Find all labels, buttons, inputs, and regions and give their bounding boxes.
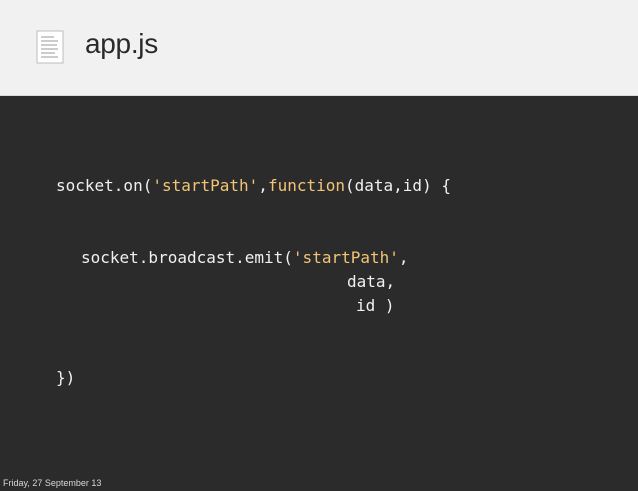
code-line-1: socket.on('startPath',function(data,id) … [56, 176, 451, 196]
footer-date: Friday, 27 September 13 [3, 478, 102, 488]
code-line-4: id ) [356, 296, 395, 315]
code-string: 'startPath' [292, 248, 399, 267]
page-title: app.js [85, 28, 158, 59]
code-line-3: data, [347, 272, 396, 291]
code-keyword: function [267, 176, 345, 195]
code-block: socket.on('startPath',function(data,id) … [0, 0, 451, 387]
code-line-2: socket.broadcast.emit('startPath', [81, 248, 409, 268]
code-line-5: }) [56, 368, 76, 387]
code-string: 'startPath' [152, 176, 259, 195]
code-token: , [258, 176, 268, 195]
code-token: socket.broadcast.emit( [81, 248, 293, 267]
code-token: , [398, 248, 409, 267]
slide-header: app.js [0, 0, 638, 96]
code-token: (data,id) { [345, 176, 451, 195]
code-token: socket.on( [56, 176, 153, 195]
document-icon [36, 30, 64, 64]
